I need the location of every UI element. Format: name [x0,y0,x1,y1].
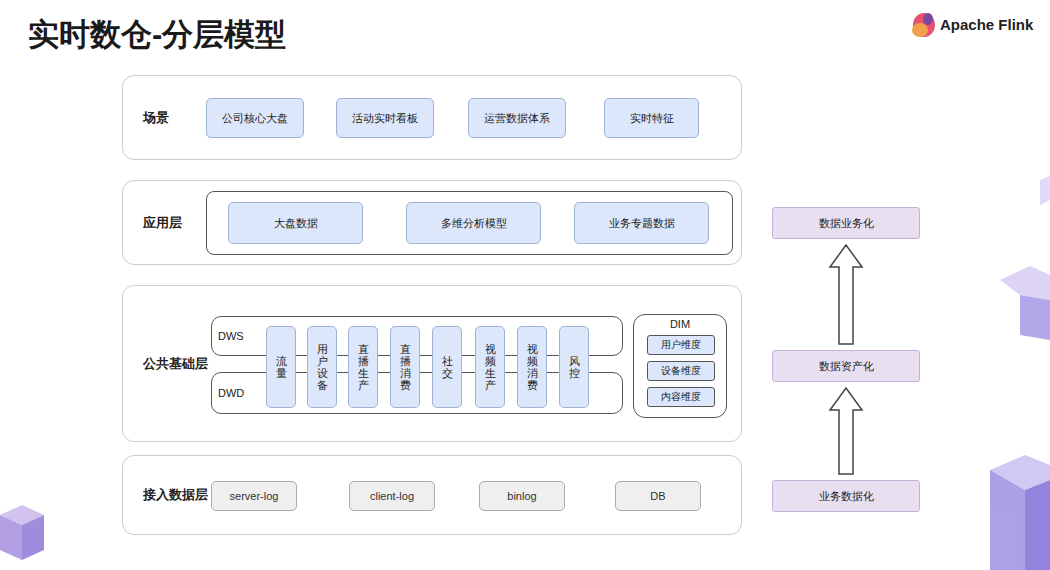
layer-band: 场景 公司核心大盘 活动实时看板 运营数据体系 实时特征 [122,75,742,160]
source-box: DB [615,481,701,511]
node-text: 场景 [143,109,169,127]
node-text: binlog [507,490,536,502]
source-box: client-log [349,481,435,511]
topic-column: 视频生产 [475,326,505,408]
stage-box: 数据资产化 [772,350,920,382]
flink-logo [912,13,935,37]
layer-band: 接入数据层 server-log client-log binlog DB [122,455,742,535]
topic-column: 社交 [432,326,462,408]
node-text: DIM [670,318,690,330]
source-box: binlog [479,481,565,511]
node-text: 活动实时看板 [352,111,418,126]
topic-column: 直播生产 [348,326,378,408]
node-text: 实时特征 [630,111,674,126]
node-text: 风控 [569,355,580,379]
source-box: server-log [211,481,297,511]
node-text: 接入数据层 [143,486,208,504]
node-text: 用户设备 [317,343,328,391]
node-text: 公共基础层 [143,355,208,373]
stage-box: 业务数据化 [772,480,920,512]
layer-band: 应用层 大盘数据 多维分析模型 业务专题数据 [122,180,742,265]
dim-item: 内容维度 [647,387,715,407]
node-text: 公司核心大盘 [222,111,288,126]
topic-column: 风控 [559,326,589,408]
node-text: DB [650,490,665,502]
topic-column: 流量 [266,326,296,408]
node-text: 直播生产 [358,343,369,391]
brand-label: Apache Flink [940,16,1033,33]
app-box: 多维分析模型 [406,202,541,244]
dim-box: DIM 用户维度设备维度内容维度 [633,314,727,418]
dim-item: 用户维度 [647,335,715,355]
scene-box: 公司核心大盘 [206,98,304,138]
topic-column: 直播消费 [390,326,420,408]
node-text: 用户维度 [661,338,701,352]
node-text: 流量 [276,355,287,379]
hollow-arrow [830,388,862,474]
app-box: 大盘数据 [228,202,363,244]
hollow-arrow [830,245,862,344]
topic-column: 用户设备 [307,326,337,408]
node-text: 社交 [442,355,453,379]
node-text: 大盘数据 [274,216,318,231]
node-text: server-log [230,490,279,502]
layer-band: 公共基础层 DWS DWD 流量 用户设备 直播生产 直播消费 社交 视频生产 视频消费 风控 DIM… [122,285,742,442]
node-text: DWS [218,330,244,342]
node-text: 视频消费 [527,343,538,391]
scene-box: 运营数据体系 [468,98,566,138]
stage-box: 数据业务化 [772,207,920,239]
node-text: 直播消费 [400,343,411,391]
node-text: 应用层 [143,214,182,232]
dim-item: 设备维度 [647,361,715,381]
node-text: 设备维度 [661,364,701,378]
title: 实时数仓-分层模型 [28,14,286,56]
topic-column: 视频消费 [517,326,547,408]
node-text: 运营数据体系 [484,111,550,126]
app-box: 业务专题数据 [574,202,709,244]
node-text: 业务数据化 [819,489,874,504]
node-text: client-log [370,490,414,502]
cube-decoration [0,176,1050,570]
node-text: 视频生产 [485,343,496,391]
scene-box: 实时特征 [604,98,699,138]
node-text: DWD [218,387,244,399]
node-text: 数据资产化 [819,359,874,374]
node-text: 内容维度 [661,390,701,404]
node-text: 多维分析模型 [441,216,507,231]
node-text: 业务专题数据 [609,216,675,231]
scene-box: 活动实时看板 [336,98,434,138]
node-text: 数据业务化 [819,216,874,231]
